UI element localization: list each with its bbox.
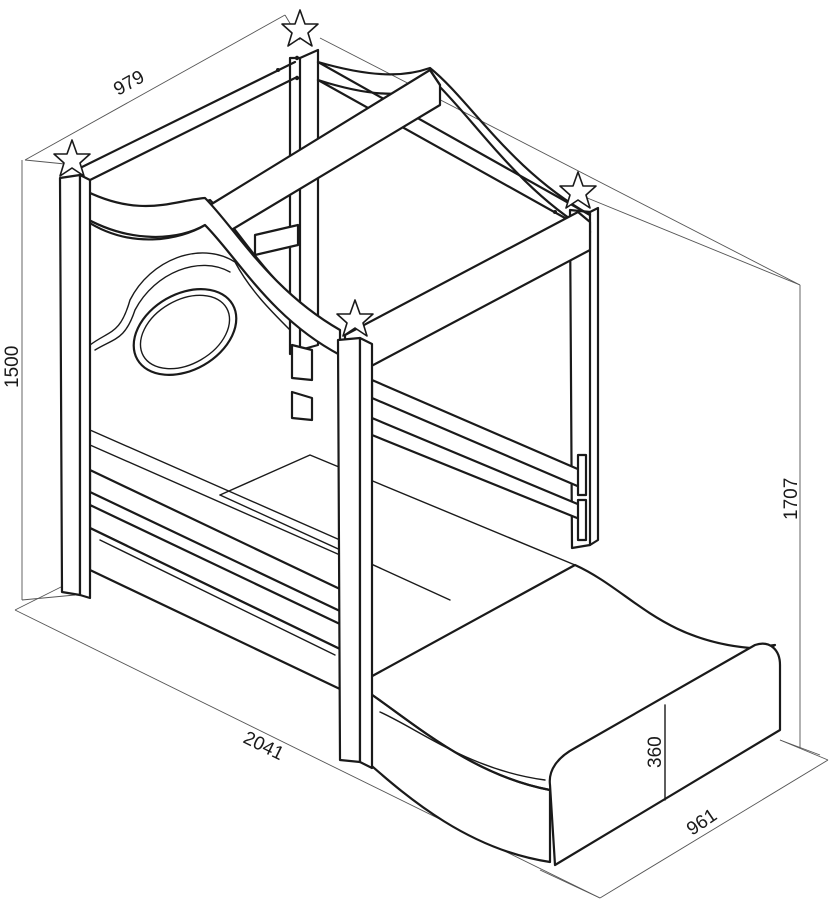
star-icon [336, 299, 374, 337]
dimension-footboard-height: 360 [645, 736, 666, 768]
star-icon [53, 139, 91, 177]
front-posts [58, 173, 374, 770]
dimension-length: 2041 [240, 728, 287, 765]
dimension-height-left: 1500 [2, 346, 23, 388]
dimension-width-bottom: 961 [683, 805, 721, 840]
dimension-height-right: 1707 [781, 478, 802, 520]
bed-base [88, 526, 782, 867]
star-icon [281, 9, 319, 47]
star-icon [559, 171, 597, 209]
dimension-width-top: 979 [110, 67, 148, 101]
side-rails [88, 223, 588, 652]
canopy-arch [78, 60, 592, 374]
star-finials [53, 9, 597, 337]
